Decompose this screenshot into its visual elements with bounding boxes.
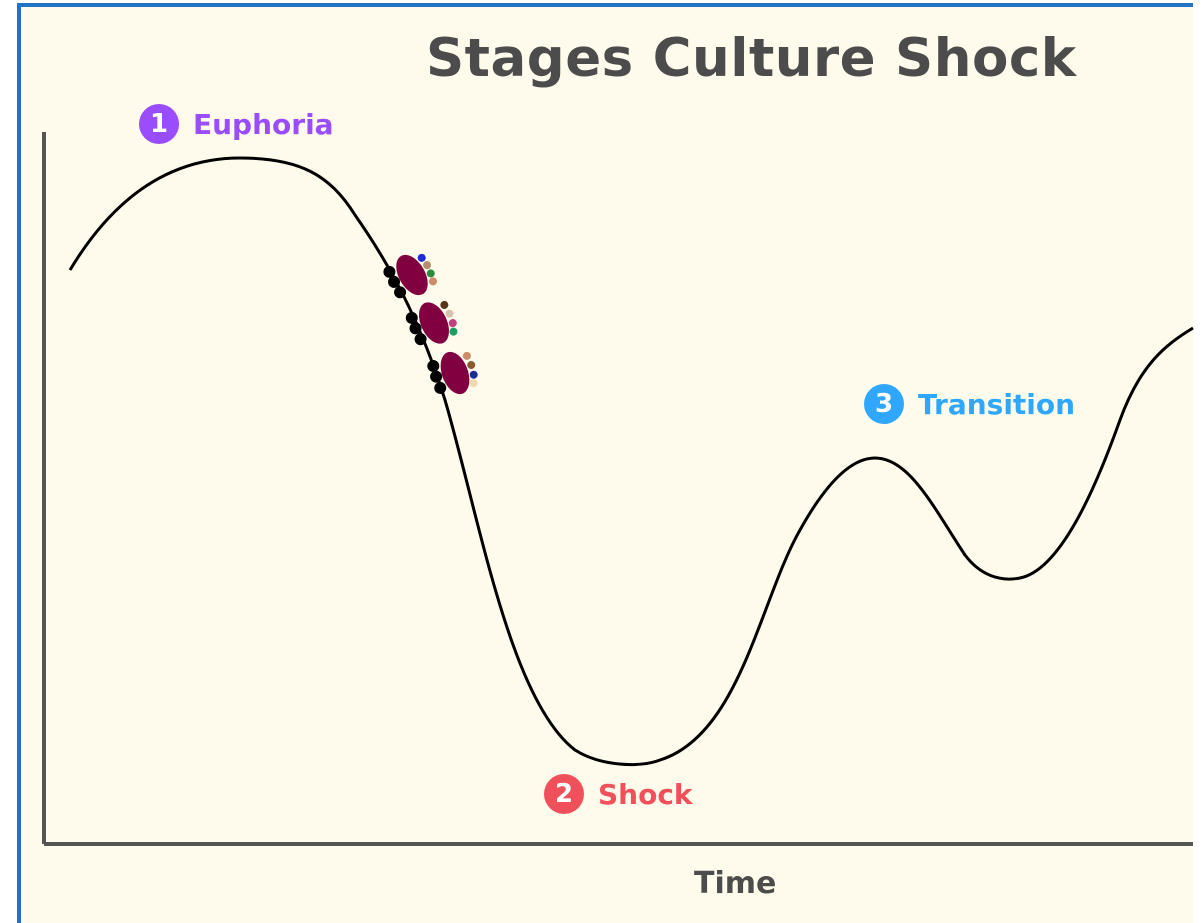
- stage-number-badge: 2: [544, 774, 584, 814]
- stage-number-badge: 3: [864, 384, 904, 424]
- roller-coaster-train-icon: [383, 253, 478, 395]
- stage-name: Shock: [598, 777, 693, 811]
- stage-label-shock: 2 Shock: [544, 774, 693, 814]
- diagram-title: Stages Culture Shock: [426, 28, 1077, 89]
- x-axis-label: Time: [694, 866, 777, 901]
- coaster-car-1: [383, 253, 437, 299]
- stage-label-euphoria: 1 Euphoria: [139, 104, 334, 144]
- stage-name: Transition: [918, 387, 1076, 421]
- stage-name: Euphoria: [193, 107, 334, 141]
- stage-label-transition: 3 Transition: [864, 384, 1075, 424]
- stage-number-badge: 1: [139, 104, 179, 144]
- diagram-frame: [17, 3, 1193, 923]
- coaster-car-2: [405, 300, 458, 346]
- coaster-car-3: [427, 351, 478, 395]
- culture-shock-curve: [68, 156, 1194, 767]
